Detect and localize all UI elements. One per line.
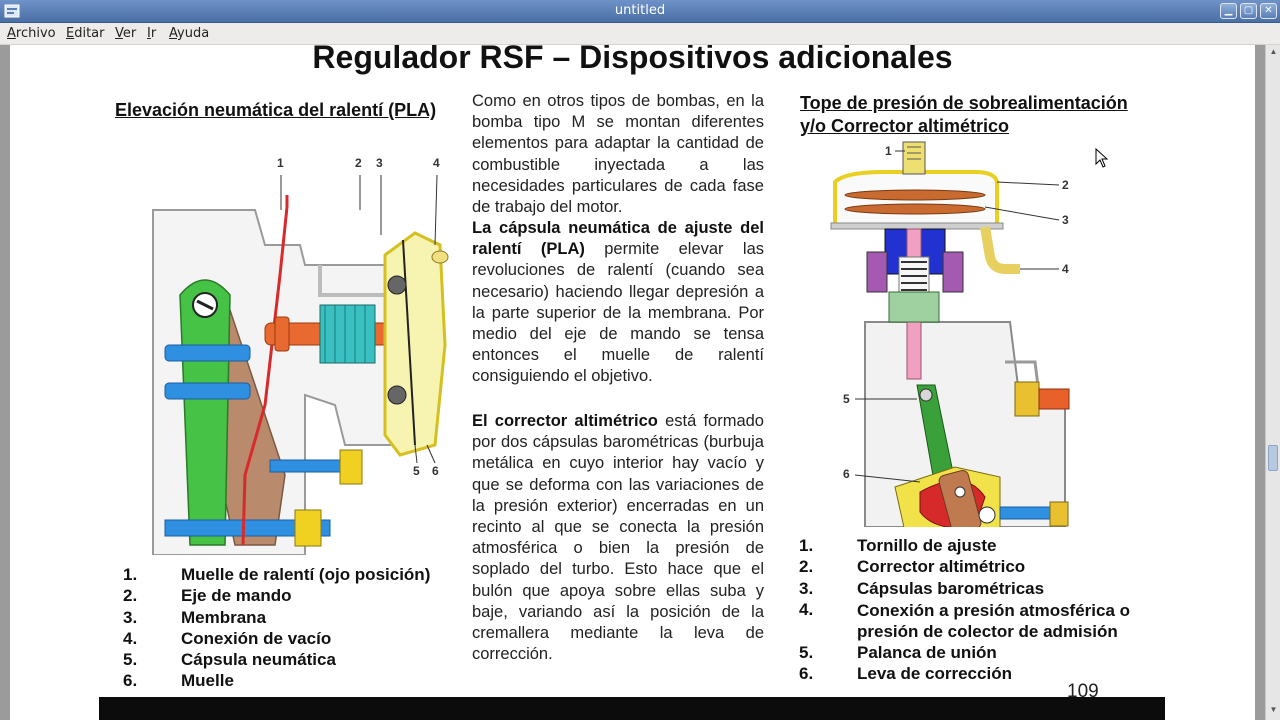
list-number: 4.	[123, 628, 138, 648]
corrector-heading-line1: Tope de presión de sobrealimentación	[800, 93, 1128, 113]
list-text: Muelle	[181, 671, 234, 691]
menu-ir[interactable]: Ir	[147, 26, 156, 41]
list-text: Palanca de unión	[857, 642, 997, 662]
list-number: 3.	[799, 578, 814, 598]
list-text: Leva de corrección	[857, 664, 1012, 684]
pla-diagram: 1 2 3 4 5 6	[152, 156, 449, 555]
list-text: Membrana	[181, 607, 267, 627]
app-icon	[4, 4, 20, 18]
pla-callout-3: 3	[376, 156, 383, 170]
list-text: Cápsulas barométricas	[857, 578, 1045, 598]
pla-callout-5: 5	[413, 464, 420, 478]
list-number: 6.	[799, 664, 814, 684]
intro-paragraph: Como en otros tipos de bombas, en la bom…	[472, 92, 764, 217]
corrector-callout-5: 5	[843, 392, 850, 406]
list-text: Conexión a presión atmosférica o presión…	[857, 600, 1131, 642]
page-number: 109	[1067, 681, 1099, 702]
menu-archivo[interactable]: Archivo	[7, 26, 56, 41]
corrector-callout-1: 1	[885, 144, 892, 158]
menu-ayuda-accel: A	[169, 26, 178, 41]
list-text: Corrector altimétrico	[857, 557, 1026, 577]
menu-ir-accel: I	[147, 26, 151, 41]
list-number: 5.	[123, 650, 138, 670]
document-viewport[interactable]: Regulador RSF – Dispositivos adicionales…	[0, 45, 1265, 720]
list-number: 4.	[799, 599, 814, 619]
menu-ayuda[interactable]: Ayuda	[169, 26, 209, 41]
corrector-callout-6: 6	[843, 467, 850, 481]
menu-editar-accel: E	[66, 26, 75, 41]
corrector-paragraph-bold: El corrector altimétrico	[472, 412, 658, 430]
menu-archivo-label: rchivo	[15, 26, 56, 41]
list-text: Cápsula neumática	[181, 650, 336, 670]
list-text: Eje de mando	[181, 586, 292, 606]
menu-editar-label: ditar	[74, 26, 105, 41]
pla-callout-1: 1	[277, 156, 284, 170]
menu-ir-label: r	[150, 26, 157, 41]
corrector-callout-4: 4	[1062, 262, 1069, 276]
scroll-up-icon[interactable]: ▲	[1269, 47, 1278, 56]
corrector-callout-2: 2	[1062, 178, 1069, 192]
list-number: 5.	[799, 642, 814, 662]
pla-callout-4: 4	[433, 156, 440, 170]
mouse-pointer-icon	[1095, 148, 1109, 168]
pla-paragraph-rest: permite elevar las revoluciones de ralen…	[472, 240, 764, 386]
list-number: 1.	[799, 536, 814, 555]
list-number: 3.	[123, 607, 138, 627]
pla-paragraph: La cápsula neumática de ajuste del ralen…	[472, 218, 764, 388]
list-number: 2.	[123, 586, 138, 606]
list-number: 1.	[123, 565, 138, 584]
menu-ayuda-label: yuda	[177, 26, 210, 41]
footer-banner	[99, 697, 1165, 720]
minimize-button[interactable]: ▁	[1220, 3, 1237, 19]
corrector-diagram: 1 2 3 4 5 6	[830, 141, 1070, 527]
close-button[interactable]: ✕	[1260, 3, 1277, 19]
scrollbar-thumb[interactable]	[1268, 445, 1278, 471]
corrector-paragraph-rest: está formado por dos cápsulas barométric…	[472, 412, 764, 664]
corrector-callout-3: 3	[1062, 213, 1069, 227]
list-number: 2.	[799, 557, 814, 577]
list-text: Tornillo de ajuste	[857, 536, 997, 555]
window-title: untitled	[614, 3, 666, 18]
pla-callout-6: 6	[432, 464, 439, 478]
document-page: Regulador RSF – Dispositivos adicionales…	[10, 45, 1255, 720]
maximize-button[interactable]: ▢	[1240, 3, 1257, 19]
menu-editar[interactable]: Editar	[66, 26, 105, 41]
pla-heading: Elevación neumática del ralentí (PLA)	[115, 100, 437, 120]
window-titlebar[interactable]: untitled ▁ ▢ ✕	[0, 0, 1280, 23]
list-text: Conexión de vacío	[181, 628, 332, 648]
corrector-paragraph: El corrector altimétrico está formado po…	[472, 411, 764, 665]
scroll-down-icon[interactable]: ▼	[1269, 705, 1278, 714]
menu-bar: Archivo Editar Ver Ir Ayuda	[0, 23, 1280, 45]
list-text: Muelle de ralentí (ojo posición)	[181, 565, 431, 584]
corrector-heading-line2: y/o Corrector altimétrico	[800, 116, 1010, 136]
menu-ver-accel: V	[115, 26, 123, 41]
pla-paragraph-bold: La cápsula neumática de ajuste del ralen…	[472, 219, 764, 259]
slide-title: Regulador RSF – Dispositivos adicionales	[312, 45, 953, 75]
list-number: 6.	[123, 671, 138, 691]
menu-ver-label: er	[122, 26, 137, 41]
vertical-scrollbar[interactable]: ▲ ▼	[1265, 45, 1280, 720]
pla-callout-2: 2	[355, 156, 362, 170]
menu-archivo-accel: A	[7, 26, 16, 41]
menu-ver[interactable]: Ver	[115, 26, 136, 41]
